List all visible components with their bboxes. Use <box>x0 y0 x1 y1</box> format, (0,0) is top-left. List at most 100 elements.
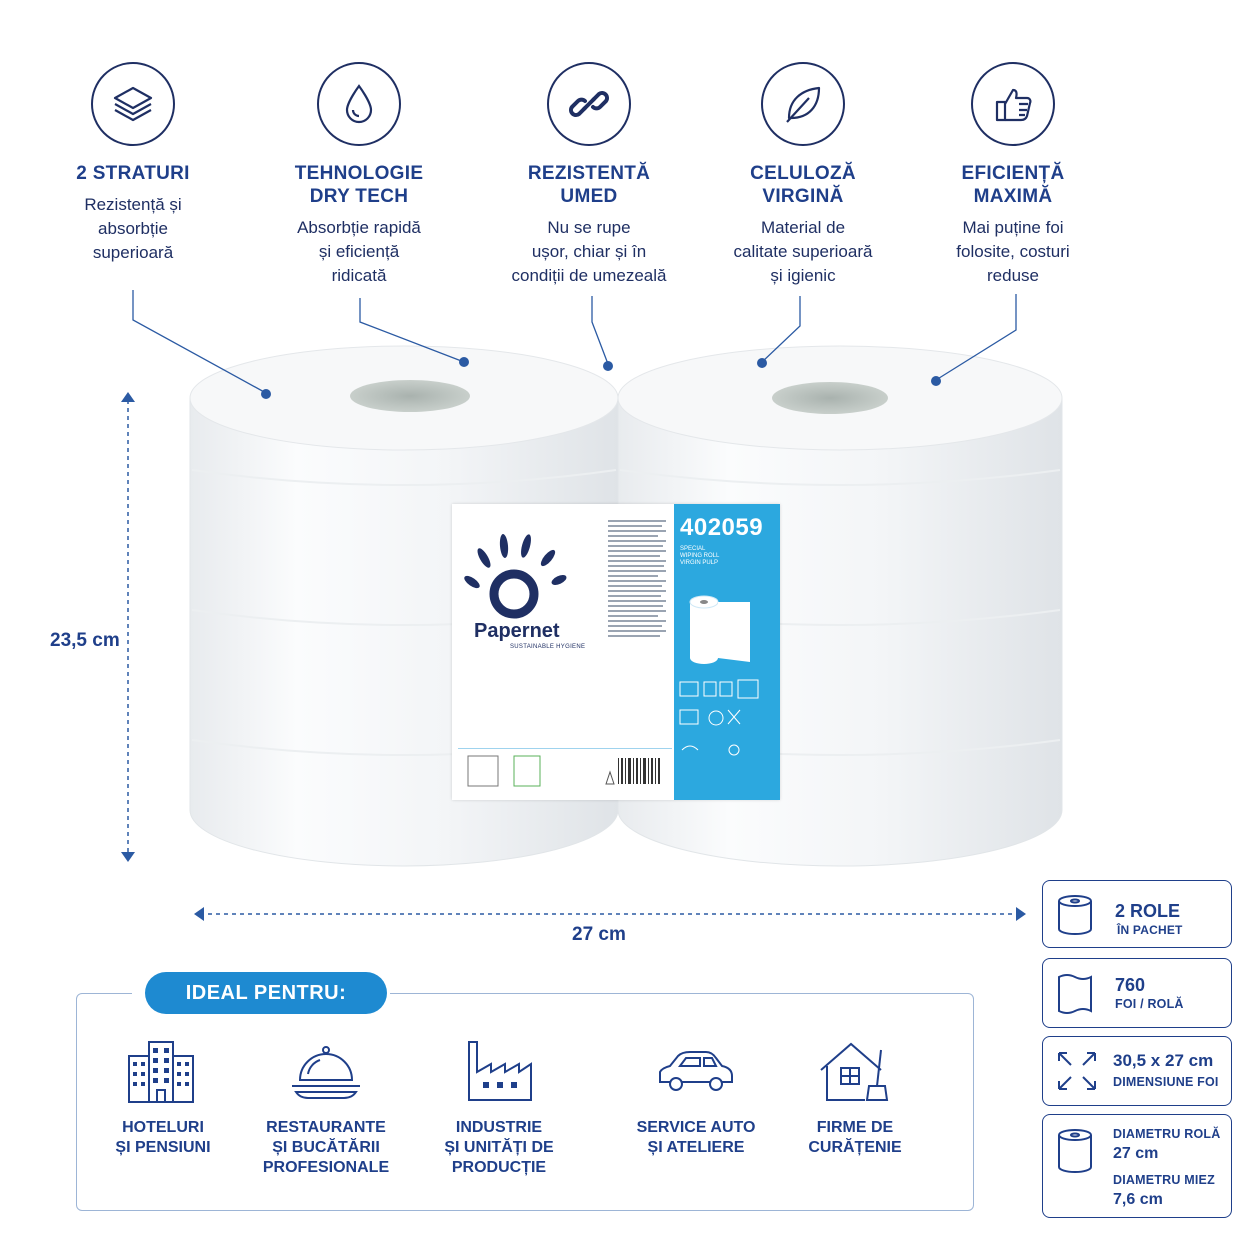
label-pictograms-icon <box>679 679 759 756</box>
feature-icon-circle <box>761 62 845 146</box>
spec-caption: DIAMETRU ROLĂ <box>1113 1127 1221 1141</box>
use-title-line: ȘI PENSIUNI <box>115 1139 211 1156</box>
feature-rezistenta-umed: REZISTENTĂ UMED Nu se rupe ușor, chiar ș… <box>489 62 689 288</box>
spec-value: 27 cm <box>1113 1145 1159 1162</box>
certification-marks-icon <box>467 755 660 787</box>
ideal-for-heading-wrap: IDEAL PENTRU: <box>132 972 390 1014</box>
feature-title: CELULOZĂ VIRGINĂ <box>703 162 903 208</box>
spec-sheet-dimensions: 30,5 x 27 cm DIMENSIUNE FOI <box>1042 1036 1232 1106</box>
multilingual-text-block <box>608 520 666 637</box>
brand-name: Papernet <box>474 620 560 642</box>
cleaning-house-icon <box>820 1042 889 1101</box>
feature-desc-line: condiții de umezeală <box>511 266 667 285</box>
feature-title: EFICIENȚĂ MAXIMĂ <box>913 162 1113 208</box>
feature-desc-line: ridicată <box>331 266 387 285</box>
feature-dry-tech: TEHNOLOGIE DRY TECH Absorbție rapidă și … <box>259 62 459 288</box>
hotel-building-icon <box>128 1041 194 1103</box>
use-title-line: PROFESIONALE <box>262 1159 390 1176</box>
expand-arrows-icon <box>1058 1052 1096 1090</box>
spec-caption: ÎN PACHET <box>1117 923 1183 937</box>
roll-icon <box>1058 895 1092 935</box>
feature-icon-circle <box>317 62 401 146</box>
feature-title-line: EFICIENȚĂ <box>961 163 1065 184</box>
spec-caption: DIAMETRU MIEZ <box>1113 1173 1215 1187</box>
use-title-line: RESTAURANTE <box>266 1119 386 1136</box>
use-title-line: ȘI UNITĂȚI DE <box>444 1139 554 1156</box>
feature-desc-line: calitate superioară <box>733 242 873 261</box>
feature-eficienta-maxima: EFICIENȚĂ MAXIMĂ Mai puține foi folosite… <box>913 62 1113 288</box>
ideal-for-box <box>76 993 974 1211</box>
feature-title: REZISTENTĂ UMED <box>489 162 689 208</box>
use-title-line: INDUSTRIE <box>455 1119 543 1136</box>
product-code: 402059 <box>680 514 764 541</box>
spec-value: 760 <box>1115 975 1146 995</box>
product-label-blue-panel: 402059 SPECIAL WIPING ROLL VIRGIN PULP <box>674 504 780 800</box>
thumbs-up-icon <box>995 88 1032 122</box>
product-subtitle: SPECIAL WIPING ROLL VIRGIN PULP <box>680 546 719 567</box>
feature-title: 2 STRATURI <box>76 163 190 184</box>
product-subtitle-line: WIPING ROLL <box>680 553 720 559</box>
feature-desc-line: Absorbție rapidă <box>297 218 421 237</box>
feature-title-line: MAXIMĂ <box>973 186 1053 207</box>
feature-desc-line: Nu se rupe <box>547 218 631 237</box>
papernet-logo-icon <box>464 534 567 619</box>
height-dimension-line <box>121 392 135 862</box>
spec-sheets-per-roll: 760 FOI / ROLĂ <box>1042 958 1232 1028</box>
width-dimension-label: 27 cm <box>572 924 626 945</box>
layers-icon <box>113 86 153 122</box>
roll-diameter-icon <box>1058 1129 1092 1173</box>
feature-icon-circle <box>91 62 175 146</box>
feature-desc-line: și igienic <box>770 266 836 285</box>
feature-title-line: TEHNOLOGIE <box>294 163 424 184</box>
feature-description: Mai puține foi folosite, costuri reduse <box>913 216 1113 288</box>
feature-title-line: CELULOZĂ <box>750 163 856 184</box>
feature-desc-line: folosite, costuri <box>956 242 1070 261</box>
spec-value: 2 ROLE <box>1115 901 1181 921</box>
use-hotels: HOTELURI ȘI PENSIUNI <box>78 1038 248 1158</box>
water-drop-icon <box>345 84 373 124</box>
feature-desc-line: Rezistență și <box>84 195 182 214</box>
use-restaurants: RESTAURANTE ȘI BUCĂTĂRII PROFESIONALE <box>241 1038 411 1178</box>
feature-description: Rezistență și absorbție superioară <box>33 193 233 265</box>
spec-roll-diameter: DIAMETRU ROLĂ 27 cm DIAMETRU MIEZ 7,6 cm <box>1042 1114 1232 1218</box>
cloche-icon <box>292 1046 360 1099</box>
use-title-line: CURĂȚENIE <box>808 1139 902 1156</box>
use-title-line: ȘI BUCĂTĂRII <box>272 1139 380 1156</box>
feature-celuloza-virgina: CELULOZĂ VIRGINĂ Material de calitate su… <box>703 62 903 288</box>
product-subtitle-line: VIRGIN PULP <box>680 560 719 566</box>
feature-desc-line: absorbție <box>98 219 168 238</box>
feature-desc-line: superioară <box>92 243 174 262</box>
feature-icon-circle <box>547 62 631 146</box>
brand-tagline: SUSTAINABLE HYGIENE <box>510 644 586 650</box>
feature-icon-circle <box>971 62 1055 146</box>
use-auto-service: SERVICE AUTO ȘI ATELIERE <box>611 1038 781 1158</box>
use-title-line: HOTELURI <box>122 1119 204 1136</box>
width-dimension-line <box>194 907 1026 921</box>
callout-dots <box>261 357 941 399</box>
spec-value: 30,5 x 27 cm <box>1113 1051 1214 1070</box>
use-title-line: PRODUCȚIE <box>451 1159 547 1176</box>
feature-desc-line: Material de <box>760 218 846 237</box>
feature-description: Nu se rupe ușor, chiar și în condiții de… <box>489 216 689 288</box>
feature-desc-line: Mai puține foi <box>962 218 1064 237</box>
product-subtitle-line: SPECIAL <box>680 546 706 552</box>
use-title: RESTAURANTE ȘI BUCĂTĂRII PROFESIONALE <box>241 1118 411 1178</box>
product-package-label: Papernet SUSTAINABLE HYGIENE 402059 SPEC… <box>452 504 780 800</box>
feature-title-line: UMED <box>560 186 618 207</box>
spec-caption: FOI / ROLĂ <box>1115 997 1184 1011</box>
feature-desc-line: ușor, chiar și în <box>531 242 647 261</box>
use-title: FIRME DE CURĂȚENIE <box>770 1118 940 1158</box>
feature-desc-line: reduse <box>987 266 1039 285</box>
use-title-line: SERVICE AUTO <box>636 1119 756 1136</box>
feature-description: Material de calitate superioară și igien… <box>703 216 903 288</box>
spec-value: 7,6 cm <box>1113 1191 1163 1208</box>
ideal-for-heading: IDEAL PENTRU: <box>145 972 387 1014</box>
factory-icon <box>468 1041 532 1101</box>
use-title-line: FIRME DE <box>816 1119 894 1136</box>
use-cleaning-companies: FIRME DE CURĂȚENIE <box>770 1038 940 1158</box>
chain-link-icon <box>569 91 609 117</box>
leaf-icon <box>786 86 821 123</box>
use-title: HOTELURI ȘI PENSIUNI <box>78 1118 248 1158</box>
use-title: SERVICE AUTO ȘI ATELIERE <box>611 1118 781 1158</box>
use-title-line: ȘI ATELIERE <box>647 1139 745 1156</box>
